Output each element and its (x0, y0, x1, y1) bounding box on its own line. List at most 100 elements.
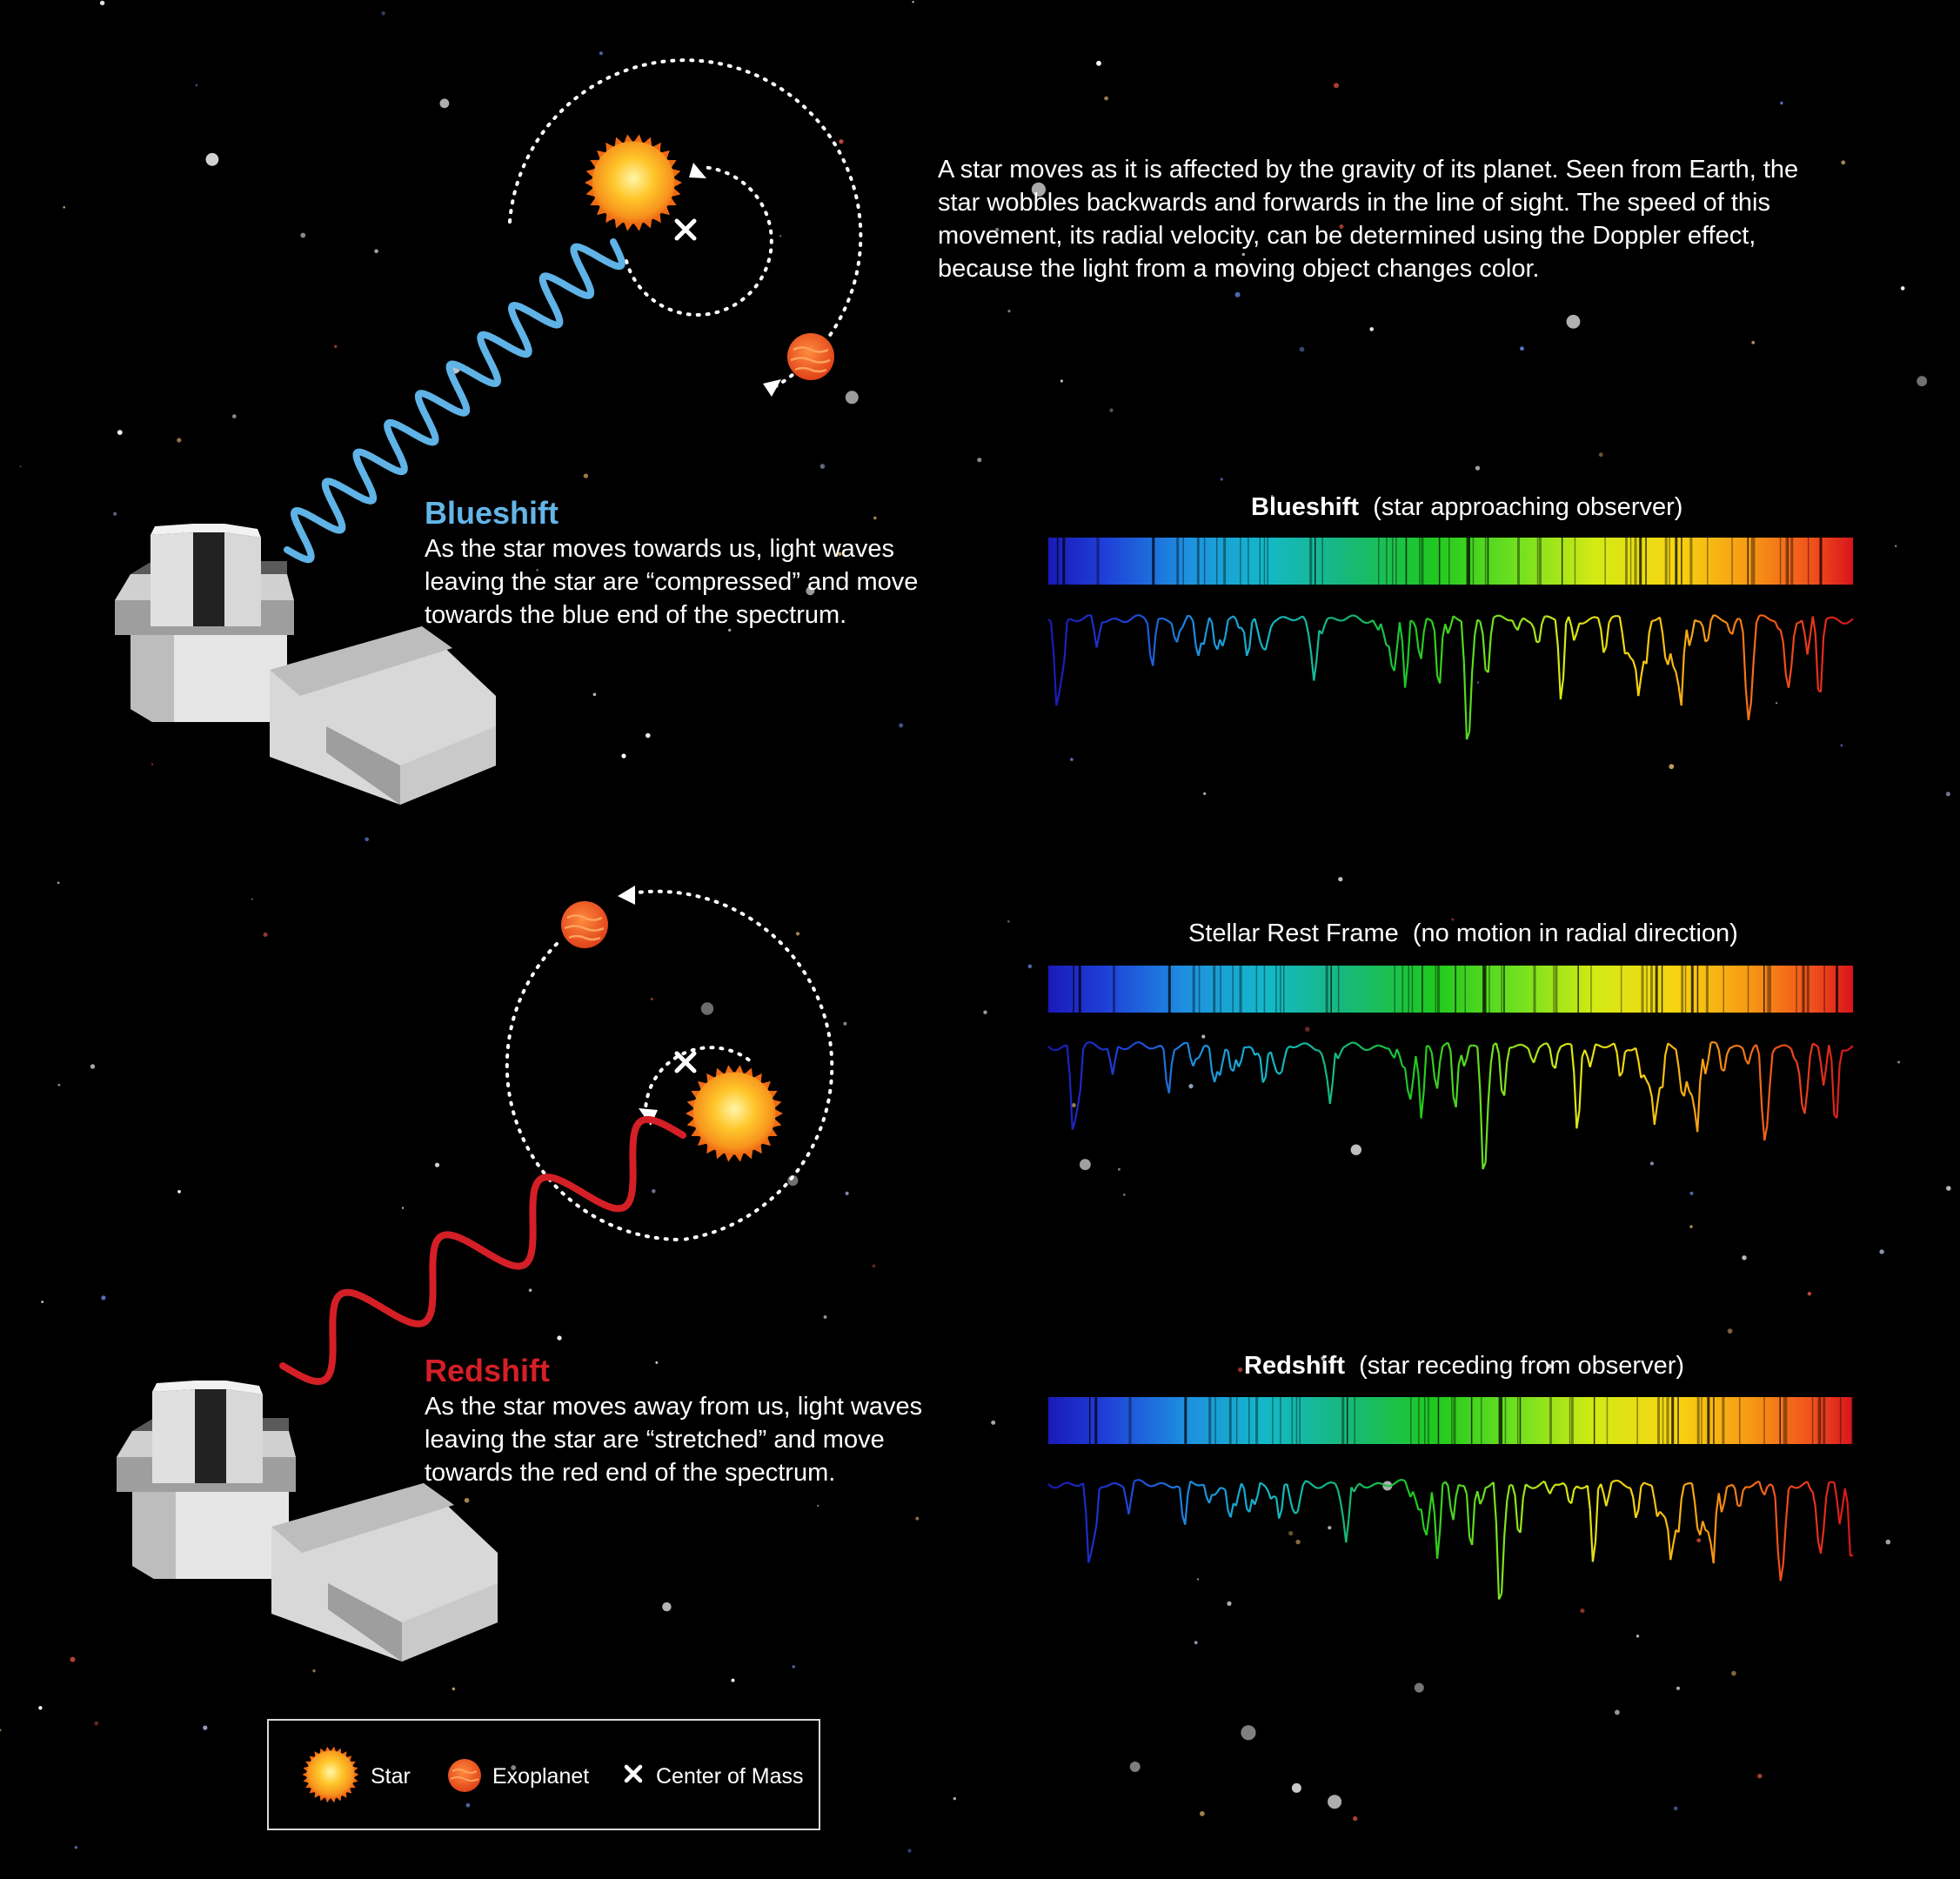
legend-exoplanet-label: Exoplanet (492, 1764, 590, 1789)
background-star (1080, 1159, 1091, 1171)
spectrum-heading-rest-frame: Stellar Rest Frame (no motion in radial … (1188, 918, 1738, 949)
background-star (1241, 252, 1246, 257)
background-star (41, 1301, 43, 1303)
background-star (205, 152, 219, 166)
background-star (94, 1721, 99, 1726)
background-star (700, 1002, 714, 1015)
background-star (1227, 1601, 1232, 1606)
background-star (1350, 1144, 1362, 1155)
background-star (1299, 346, 1305, 352)
background-star (1070, 758, 1074, 761)
background-star (995, 227, 1000, 232)
background-star (232, 414, 237, 418)
background-star (1196, 1578, 1200, 1581)
spectrum-label: Stellar Rest Frame (1188, 919, 1399, 947)
background-star (845, 391, 859, 405)
spectrum-label: Redshift (1244, 1352, 1345, 1380)
background-star (439, 98, 450, 109)
redshift-light-wave (279, 1115, 686, 1386)
spectrum-heading-redshift: Redshift (star receding from observer) (1244, 1350, 1684, 1381)
background-star (511, 1765, 517, 1770)
center-of-mass-icon (674, 218, 697, 241)
background-star (1007, 310, 1011, 313)
background-star (1188, 1084, 1194, 1089)
background-star (365, 837, 370, 842)
background-star (953, 1796, 957, 1801)
background-star (452, 1687, 456, 1691)
background-star (907, 1849, 912, 1853)
spectrum-note: (star approaching observer) (1373, 493, 1683, 521)
background-star (1096, 60, 1101, 66)
background-star (1751, 340, 1756, 344)
background-star (1467, 164, 1471, 167)
background-star (655, 1361, 659, 1364)
background-star (374, 249, 378, 254)
background-star (1027, 964, 1033, 969)
background-star (643, 1411, 648, 1415)
legend (267, 1719, 820, 1830)
background-star (177, 438, 182, 443)
background-star (1885, 1539, 1891, 1545)
spectrum-rest-frame (1047, 966, 1854, 1170)
background-star (312, 1669, 316, 1673)
background-star (1241, 1725, 1256, 1741)
exoplanet-icon (448, 1759, 481, 1792)
background-star (1636, 1635, 1640, 1638)
background-star (90, 1064, 96, 1069)
background-star (915, 1516, 920, 1521)
background-star (983, 1010, 987, 1014)
background-star (381, 11, 385, 16)
background-star (621, 753, 626, 759)
spectrum-redshift (1047, 1397, 1855, 1601)
background-star (1689, 1191, 1694, 1195)
background-star (1780, 101, 1783, 105)
background-star (1807, 1292, 1812, 1296)
background-star (1288, 1531, 1294, 1536)
background-star (1615, 1709, 1620, 1715)
background-star (1194, 1641, 1198, 1645)
background-star (819, 464, 826, 469)
background-star (1203, 792, 1207, 795)
background-star (1727, 1328, 1733, 1334)
background-star (263, 933, 268, 937)
background-star (1945, 792, 1950, 797)
blueshift-outer-orbit (508, 58, 863, 391)
orbit-arrow-icon (618, 886, 635, 905)
background-star (434, 1162, 440, 1167)
legend-star-label: Star (371, 1764, 411, 1789)
background-star (1669, 764, 1675, 770)
background-star (792, 1665, 795, 1668)
blueshift-orbit-system (284, 58, 863, 564)
background-star (465, 1802, 471, 1808)
background-star (38, 1706, 43, 1710)
background-star (19, 465, 22, 468)
redshift-orbit-system (279, 886, 834, 1386)
redshift-outer-orbit (629, 889, 834, 1241)
background-star (991, 1420, 996, 1425)
blueshift-title: Blueshift (425, 495, 559, 531)
background-star (74, 1846, 77, 1849)
background-star (1201, 1034, 1206, 1039)
background-star (1200, 1811, 1205, 1816)
background-star (99, 0, 105, 6)
background-star (843, 1021, 847, 1026)
background-star (195, 84, 198, 87)
star-icon (302, 1746, 359, 1803)
star-icon (686, 1065, 783, 1162)
background-star (113, 512, 117, 516)
spectrum-blueshift (1047, 538, 1854, 740)
redshift-title: Redshift (425, 1353, 550, 1388)
background-star (117, 430, 123, 435)
background-star (728, 628, 732, 632)
background-star (1117, 1167, 1120, 1171)
background-star (1334, 83, 1339, 89)
background-star (592, 692, 597, 697)
background-star (101, 1295, 106, 1301)
background-star (872, 1264, 876, 1267)
background-star (70, 1656, 76, 1662)
exoplanet-icon (787, 333, 834, 380)
background-star (300, 232, 306, 238)
orbit-arrow-icon (763, 379, 781, 397)
background-star (1353, 1815, 1358, 1822)
